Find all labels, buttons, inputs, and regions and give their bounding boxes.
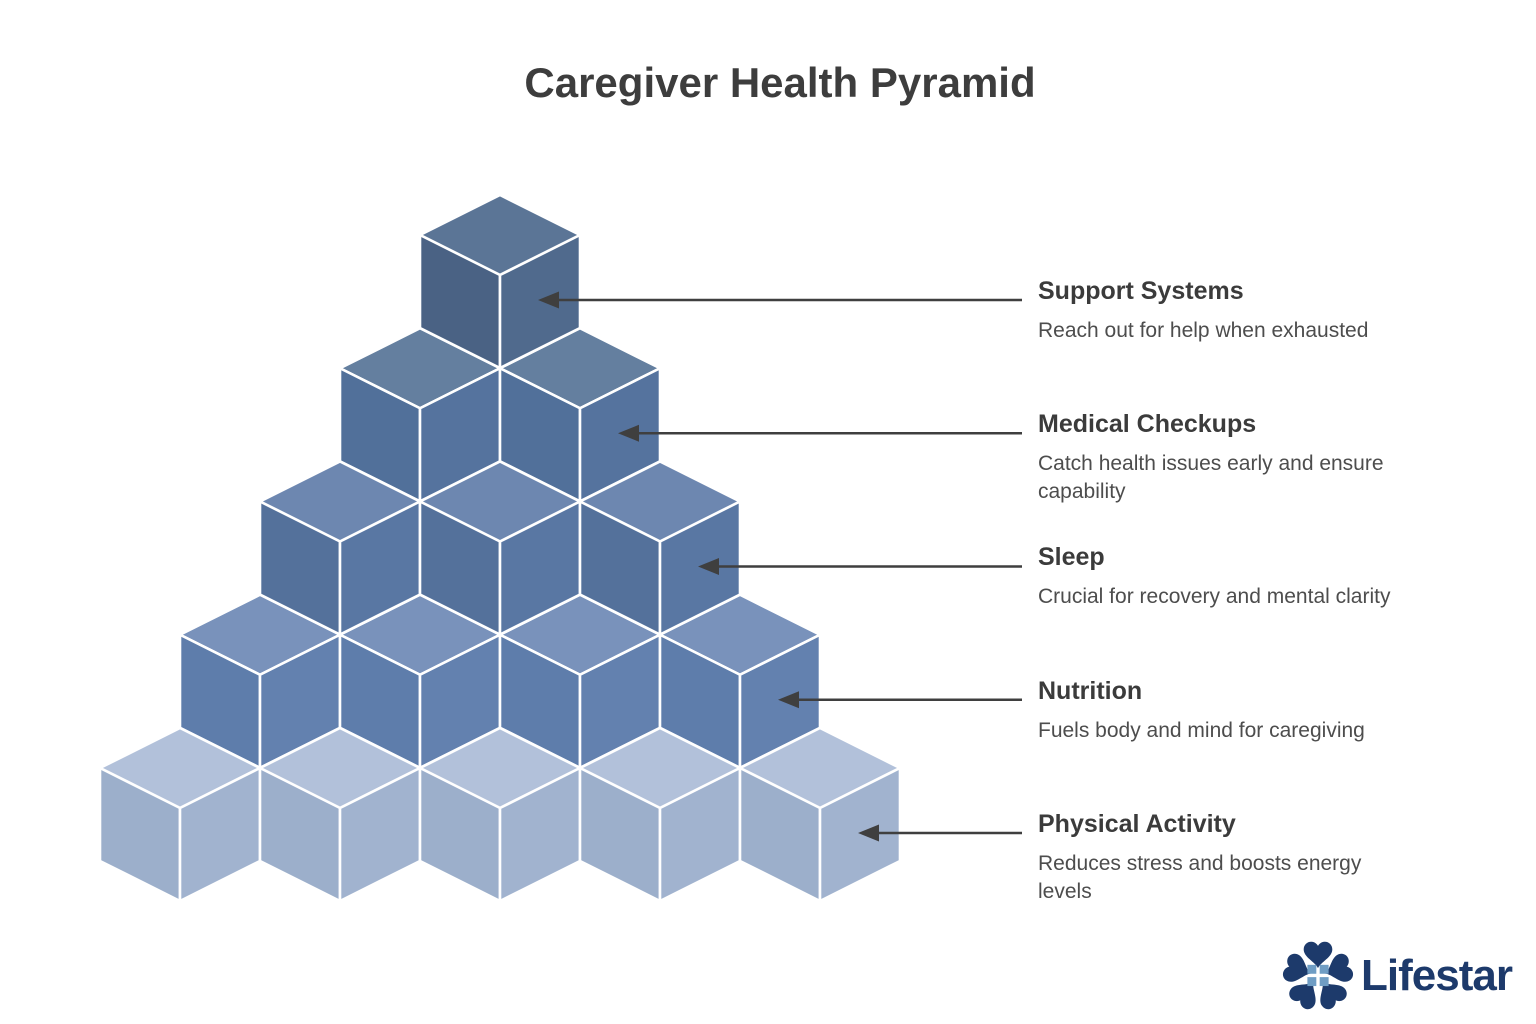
level-label-support-systems: Support Systems Reach out for help when … xyxy=(1038,277,1470,345)
cube-right-face xyxy=(578,366,662,503)
cube-right-face xyxy=(818,766,902,903)
level-description: Catch health issues early and ensure cap… xyxy=(1038,452,1384,503)
pyramid-row-3 xyxy=(258,460,742,636)
logo-wordmark: Lifestar xyxy=(1361,951,1513,1000)
cube-right-face xyxy=(658,500,742,636)
level-description: Fuels body and mind for caregiving xyxy=(1038,719,1365,742)
pyramid-row-1 xyxy=(418,193,582,370)
level-title: Physical Activity xyxy=(1038,810,1236,838)
arrow-head-icon xyxy=(618,424,639,442)
level-label-medical-checkups: Medical Checkups Catch health issues ear… xyxy=(1038,410,1470,506)
connector-arrow-2 xyxy=(618,424,1022,442)
arrow-head-icon xyxy=(858,824,879,842)
level-title: Medical Checkups xyxy=(1038,410,1257,438)
level-description: Crucial for recovery and mental clarity xyxy=(1038,585,1391,608)
connector-arrow-1 xyxy=(538,291,1022,309)
lifestar-logo: Lifestar xyxy=(1280,938,1513,1014)
level-description: Reach out for help when exhausted xyxy=(1038,319,1369,342)
cube-right-face xyxy=(498,233,582,370)
level-title: Nutrition xyxy=(1038,677,1143,705)
page-title: Caregiver Health Pyramid xyxy=(524,59,1036,106)
connector-arrow-3 xyxy=(698,558,1022,575)
cube-right-face xyxy=(738,633,822,770)
connector-arrow-4 xyxy=(778,691,1022,709)
pyramid-row-2 xyxy=(338,326,662,503)
level-label-nutrition: Nutrition Fuels body and mind for caregi… xyxy=(1038,677,1470,745)
star-house-icon xyxy=(1282,941,1354,1010)
arrow-head-icon xyxy=(538,291,559,309)
arrow-head-icon xyxy=(698,558,719,575)
level-label-physical-activity: Physical Activity Reduces stress and boo… xyxy=(1038,810,1470,906)
level-description: Reduces stress and boosts energy levels xyxy=(1038,852,1362,903)
level-title: Support Systems xyxy=(1038,277,1244,305)
pyramid-row-5 xyxy=(98,726,902,903)
level-title: Sleep xyxy=(1038,543,1105,571)
level-label-sleep: Sleep Crucial for recovery and mental cl… xyxy=(1038,543,1470,611)
house-window-squares xyxy=(1307,964,1329,987)
arrow-head-icon xyxy=(778,691,799,709)
pyramid-row-4 xyxy=(178,593,822,770)
connector-arrow-5 xyxy=(858,824,1022,842)
